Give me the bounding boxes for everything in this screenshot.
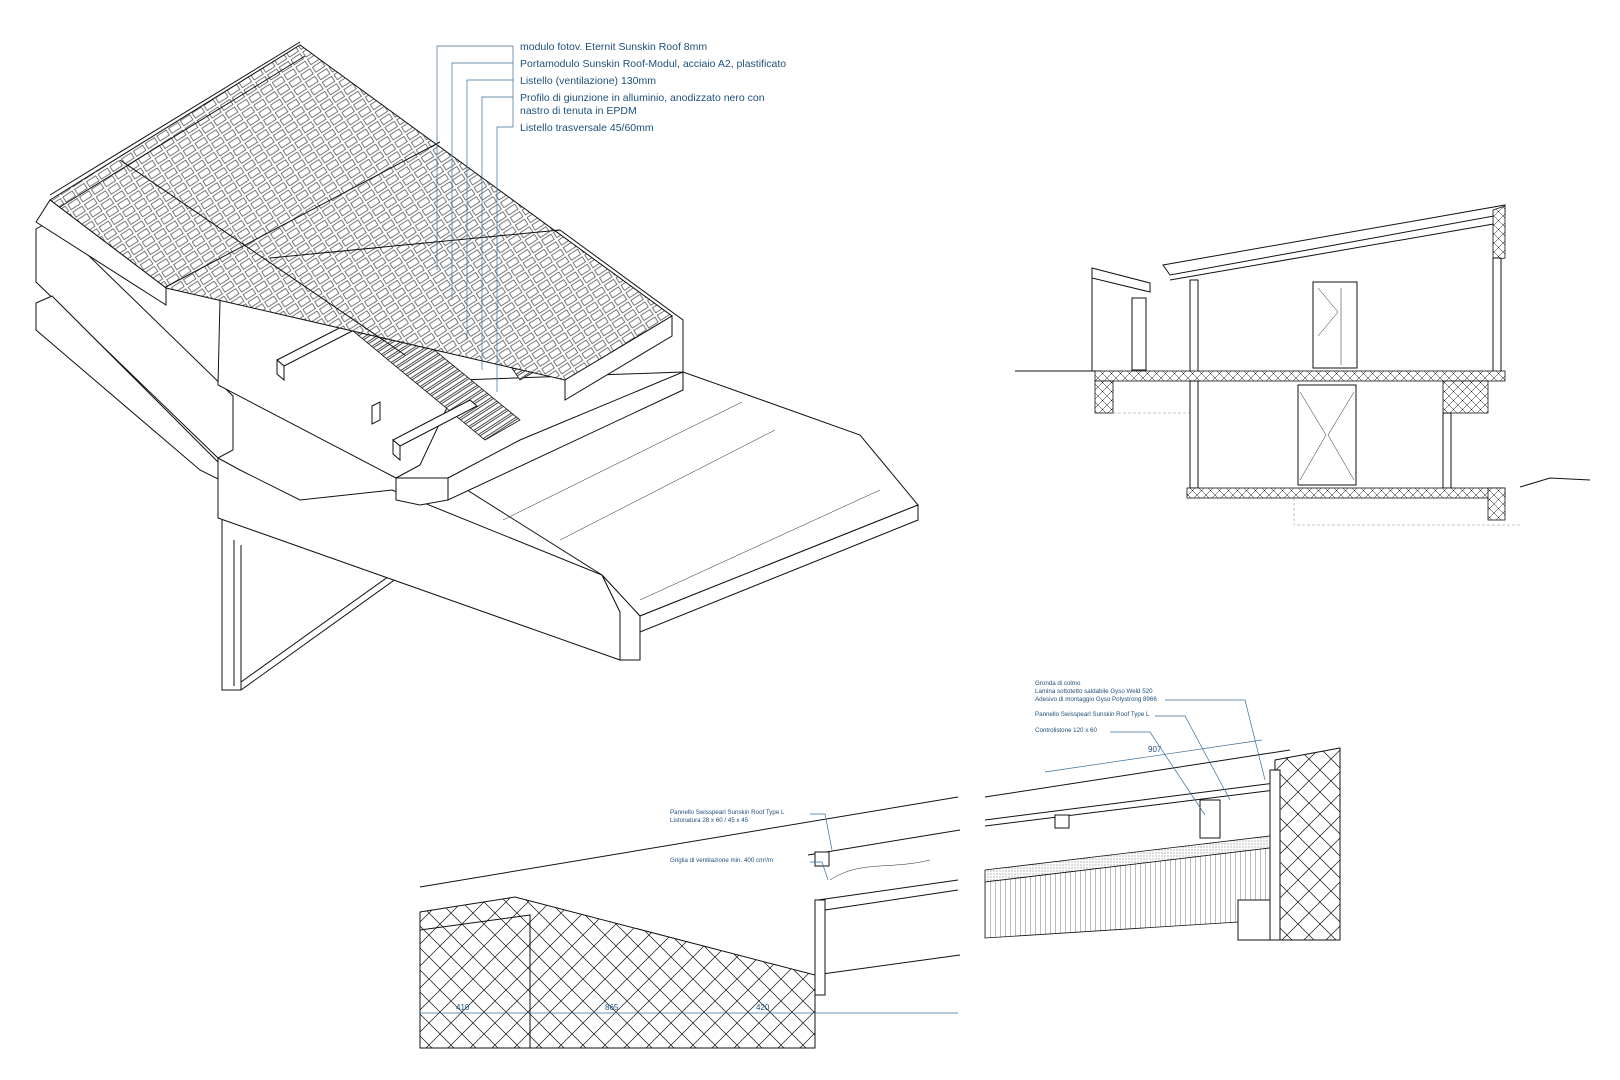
label-ventilation-batten: Listello (ventilazione) 130mm <box>520 75 656 87</box>
foundation-right <box>1487 487 1506 521</box>
transverse-battens <box>276 319 478 462</box>
ground-slab <box>1186 487 1506 499</box>
wall-end-cap <box>395 477 449 506</box>
support-post <box>221 520 242 691</box>
ridge-leader-3 <box>1110 731 1206 816</box>
roof-ceiling-line <box>1169 221 1506 281</box>
eave-detail: 410 865 420 Pannello Swisspearl Sunskin … <box>419 796 961 1049</box>
deck-edge <box>601 574 641 661</box>
slab-edge-right <box>1442 380 1489 414</box>
label-module-holder: Portamodulo Sunskin Roof-Modul, acciaio … <box>520 58 786 70</box>
eave-panel <box>807 829 961 856</box>
ridge-detail: 907 Gronda di colmo Lamina sottotetto sa… <box>984 680 1341 941</box>
ridge-counterbatten <box>1199 799 1221 839</box>
eave-soffit <box>814 954 961 976</box>
section-roof <box>1162 204 1506 276</box>
dim-865: 865 <box>605 1003 619 1012</box>
label-joint-profile: Profilo di giunzione in alluminio, anodi… <box>520 92 765 104</box>
upper-door-swing <box>1317 287 1339 337</box>
eave-leader-2 <box>810 861 829 881</box>
ridge-panel-under <box>984 789 1276 827</box>
label-ridge-counterbatten: Controlistone 120 x 60 <box>1035 727 1097 734</box>
ridge-dimension-line <box>1044 739 1263 773</box>
lower-wall-right <box>1442 412 1452 489</box>
slab-edge-left <box>1094 380 1114 414</box>
label-eave-battens: Listonatura 28 x 60 / 45 x 45 <box>670 817 749 824</box>
deck-fascia <box>639 504 919 633</box>
axonometric-drawing: modulo fotov. Eternit Sunskin Roof 8mm P… <box>35 41 919 691</box>
ridge-batten <box>49 41 301 196</box>
eave-batten <box>814 851 830 867</box>
ventilation-flow <box>829 859 931 881</box>
wall-fascia <box>447 371 684 501</box>
ridge-parapet <box>1274 747 1341 941</box>
upper-wall-right <box>1492 257 1502 373</box>
ridge-sky-line <box>984 749 1291 798</box>
roof-edge-left <box>35 199 167 306</box>
eave-leader <box>810 813 833 851</box>
lower-door-swing <box>1299 391 1327 481</box>
upper-wall-left <box>1189 279 1199 373</box>
eave-fascia-bottom <box>824 889 959 911</box>
upper-door <box>1312 281 1358 369</box>
label-ridge-panel: Pannello Swisspearl Sunskin Roof Type L <box>1035 711 1150 718</box>
ridge-upstand <box>1269 769 1281 941</box>
lower-door-swing-2 <box>1327 391 1355 481</box>
label-ridge-membrane: Lamina sottotetto saldabile Gyso Weld 52… <box>1035 688 1153 695</box>
ridge-leader-2 <box>1155 715 1231 801</box>
ridge-batten-lower <box>54 55 306 211</box>
module-seam <box>119 159 406 356</box>
annex-roof <box>1091 267 1151 293</box>
eave-sky-line <box>419 796 959 888</box>
support-brace-inner <box>240 573 393 683</box>
dim-410: 410 <box>456 1003 470 1012</box>
label-transverse-batten: Listello trasversale 45/60mm <box>520 122 654 134</box>
label-joint-profile-2: nastro di tenuta in EPDM <box>520 105 637 117</box>
label-ridge-adhesive: Adesivo di montaggio Gyso Polystrong 896… <box>1035 696 1157 703</box>
roof-edge-right <box>564 315 673 401</box>
ridge-batten-1 <box>1054 814 1070 829</box>
label-ridge-gutter: Gronda di colmo <box>1035 680 1081 687</box>
ridge-leader-1 <box>1165 699 1266 781</box>
roof-end-wall <box>1492 205 1506 261</box>
eave-fascia-top <box>817 879 959 901</box>
building-section <box>1015 204 1591 526</box>
deck-joint <box>559 429 776 541</box>
ridge-panel <box>984 782 1276 821</box>
label-eave-panel: Pannello Swisspearl Sunskin Roof Type L <box>670 809 785 816</box>
lower-wall-left <box>1189 380 1199 489</box>
deck-joint <box>502 401 743 521</box>
ridge-step <box>1237 899 1271 941</box>
eave-insulation <box>419 896 816 1049</box>
support-brace <box>240 575 401 691</box>
lower-door <box>1297 384 1357 486</box>
module-seam-eave <box>269 229 561 259</box>
eave-gutter-wall <box>814 899 826 996</box>
eave-wall-line <box>419 914 531 1048</box>
label-ventilation-grille: Griglia di ventilazione min. 400 cm²/m <box>670 857 773 864</box>
ground-right <box>1519 477 1591 488</box>
deck-joint <box>639 489 881 601</box>
annex-door <box>1131 297 1147 371</box>
dim-907: 907 <box>1148 745 1162 754</box>
axonometric-leaders <box>436 45 514 392</box>
dim-420: 420 <box>756 1003 770 1012</box>
foundation-dashed <box>1293 498 1520 526</box>
module-seam <box>159 141 441 291</box>
middle-slab <box>1094 370 1506 382</box>
label-pv-module: modulo fotov. Eternit Sunskin Roof 8mm <box>520 41 707 53</box>
